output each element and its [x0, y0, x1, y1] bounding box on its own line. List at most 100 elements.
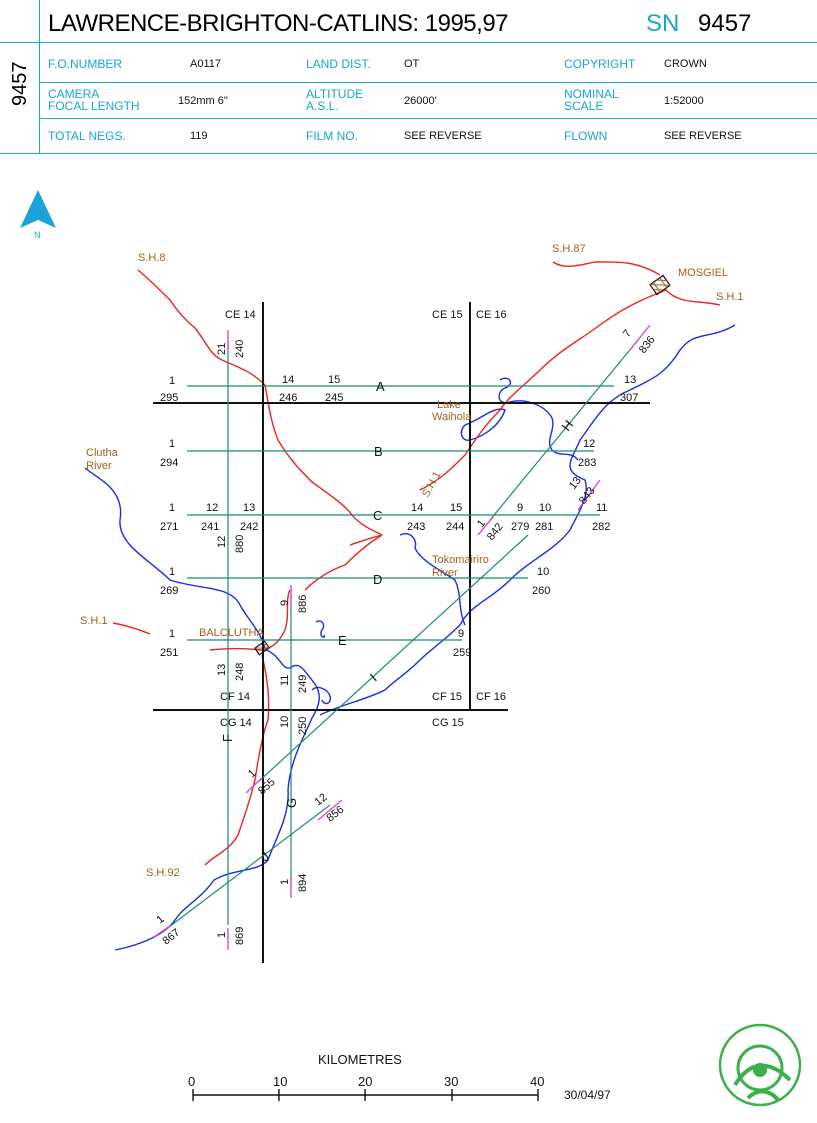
tokomairiro-river [399, 533, 466, 626]
sh8-road [137, 269, 383, 536]
frame-number: 294 [160, 457, 178, 469]
clutha-river-lower [114, 649, 320, 951]
frame-number: 1 [169, 566, 175, 578]
grid-label-cf16: CF 16 [476, 691, 506, 703]
north-arrow-icon [20, 190, 56, 228]
divider [40, 82, 817, 83]
grid-label-ce14: CE 14 [225, 309, 256, 321]
place-clutha-1: Clutha [86, 447, 119, 459]
sh1-road-west [112, 622, 151, 635]
copyright-label: COPYRIGHT [564, 57, 636, 71]
total-negs-label: TOTAL NEGS. [48, 129, 126, 143]
frame-number: 14 [282, 374, 294, 386]
frame-number: 1 [169, 438, 175, 450]
frame-number: 886 [297, 595, 309, 613]
run-letter-e: E [338, 633, 347, 648]
place-lake-2: Waihola [432, 411, 472, 423]
frame-number: 10 [539, 502, 551, 514]
grid-label-ce16: CE 16 [476, 309, 507, 321]
flown-label: FLOWN [564, 129, 608, 143]
frame-number: 279 [511, 521, 529, 533]
sn-value: 9457 [698, 10, 752, 37]
grid-label-cf14: CF 14 [220, 691, 250, 703]
sh1-road-north [419, 289, 721, 491]
frame-number: 307 [620, 392, 638, 404]
frame-number: 259 [453, 647, 471, 659]
run-letter-f: F [220, 734, 235, 742]
flight-plan-map: N [20, 190, 802, 1107]
camera-label-1: CAMERA [48, 87, 100, 101]
run-letter-d: D [373, 572, 382, 587]
sh1-road-balclutha [209, 589, 291, 651]
frame-number: 855 [256, 776, 278, 797]
divider [0, 42, 817, 43]
frame-number: 282 [592, 521, 610, 533]
divider [0, 153, 817, 154]
frame-number: 12 [583, 438, 595, 450]
frame-number: 12 [312, 791, 329, 808]
road-label-sh92: S.H.92 [146, 867, 180, 879]
run-end-markers [153, 324, 651, 950]
camera-label-2: FOCAL LENGTH [48, 99, 140, 113]
place-toko-2: River [432, 567, 458, 579]
frame-number: 9 [458, 628, 464, 640]
frame-number: 271 [160, 521, 178, 533]
place-balclutha: BALCLUTHA [199, 627, 264, 639]
total-negs-value: 119 [190, 130, 208, 142]
frame-number: 1 [169, 628, 175, 640]
north-label: N [34, 230, 41, 240]
frame-number: 11 [596, 502, 607, 514]
frame-number: 269 [160, 585, 178, 597]
frame-number: 12 [216, 536, 228, 548]
place-mosgiel: MOSGIEL [678, 267, 728, 279]
scale-tick-30: 30 [444, 1074, 458, 1089]
frame-number: 842 [485, 521, 506, 543]
sheet-grid [153, 302, 650, 963]
frame-number: 241 [201, 521, 219, 533]
frame-number: 7 [621, 328, 634, 340]
scale-label-1: NOMINAL [564, 87, 619, 101]
place-clutha-2: River [86, 460, 112, 472]
altitude-label-2: A.S.L. [306, 99, 339, 113]
frame-number: 10 [279, 716, 291, 728]
frame-number: 250 [297, 717, 309, 735]
run-letter-h: H [559, 417, 577, 434]
frame-number: 880 [234, 535, 246, 553]
river-loop [315, 620, 326, 638]
header-panel: 9457 LAWRENCE-BRIGHTON-CATLINS: 1995,97 … [0, 0, 817, 154]
river-loop [311, 686, 332, 705]
road-branch [304, 534, 383, 591]
film-no-value: SEE REVERSE [404, 130, 482, 142]
grid-label-cg14: CG 14 [220, 717, 252, 729]
divider [39, 0, 40, 153]
run-letter-a: A [376, 379, 385, 394]
scale-tick-10: 10 [273, 1074, 287, 1089]
frame-number: 1 [169, 502, 175, 514]
frame-number: 240 [234, 340, 246, 358]
road-label-sh1-mid: S.H.1 [420, 469, 444, 499]
copyright-value: CROWN [664, 58, 707, 70]
frame-number: 1 [216, 932, 228, 938]
scale-value: 1:52000 [664, 95, 704, 107]
frame-number: 1 [169, 375, 175, 387]
grid-label-cf15: CF 15 [432, 691, 462, 703]
nz-aerial-mapping-logo [718, 1023, 802, 1107]
sn-label: SN [646, 10, 680, 37]
frame-number: 248 [234, 663, 246, 681]
scale-tick-40: 40 [530, 1074, 544, 1089]
frame-number: 1 [475, 518, 488, 530]
road-label-sh87: S.H.87 [552, 243, 586, 255]
frame-number: 260 [532, 585, 550, 597]
fo-number-value: A0117 [190, 58, 221, 70]
scale-title: KILOMETRES [318, 1052, 402, 1067]
frame-number: 251 [160, 647, 178, 659]
clutha-river-upper [84, 467, 266, 649]
frame-number: 12 [206, 502, 218, 514]
page-title: LAWRENCE-BRIGHTON-CATLINS: 1995,97 [48, 10, 509, 37]
scale-bar [192, 1089, 539, 1101]
flight-lines [164, 339, 639, 931]
frame-number: 11 [279, 675, 291, 686]
frame-number: 13 [243, 502, 255, 514]
side-sortie-number: 9457 [9, 61, 31, 107]
lake-waihola-shore [460, 408, 506, 441]
